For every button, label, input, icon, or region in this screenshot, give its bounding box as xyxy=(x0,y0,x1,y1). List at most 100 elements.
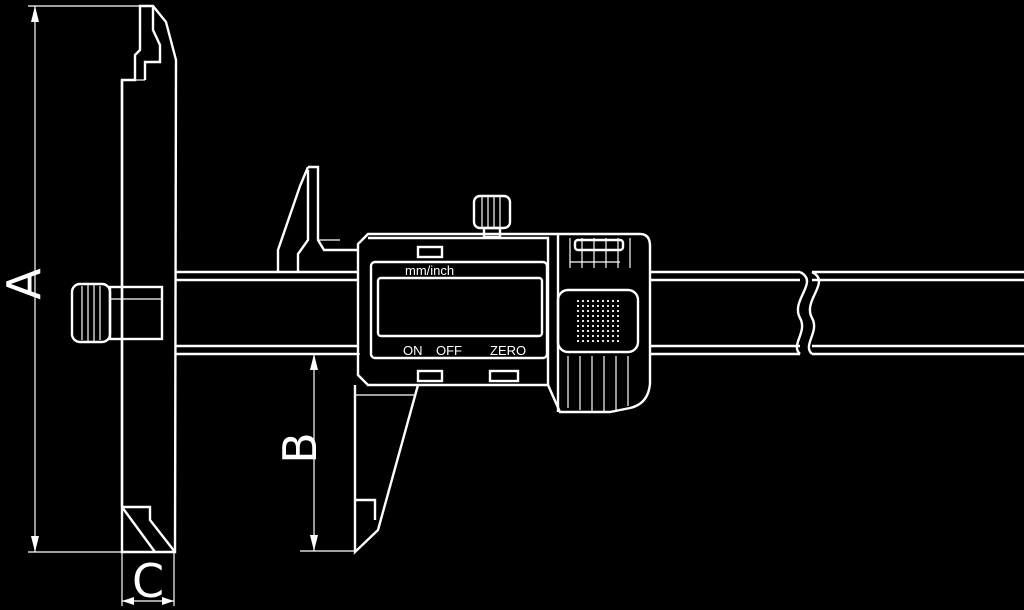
thumb-pad-dot xyxy=(581,319,585,323)
thumb-pad-dot xyxy=(606,304,610,308)
thumb-pad-dot xyxy=(591,309,595,313)
dimension-b-label: B xyxy=(273,432,327,464)
thumb-pad-dot xyxy=(601,309,605,313)
thumb-pad-dot xyxy=(611,339,615,343)
thumb-pad-dot xyxy=(611,329,615,333)
on-label: ON xyxy=(403,343,423,358)
thumb-pad-dot xyxy=(581,314,585,318)
fine-adjust-knob xyxy=(472,194,512,239)
thumb-pad-dots xyxy=(576,299,620,343)
thumb-pad-dot xyxy=(601,314,605,318)
thumb-pad-dot xyxy=(586,309,590,313)
dimension-a: A xyxy=(0,5,175,553)
thumb-pad-dot xyxy=(591,299,595,303)
thumb-pad xyxy=(556,288,640,354)
thumb-pad-dot xyxy=(581,304,585,308)
thumb-pad-dot xyxy=(616,309,620,313)
thumb-pad-dot xyxy=(581,309,585,313)
thumb-pad-dot xyxy=(606,314,610,318)
thumb-pad-dot xyxy=(616,314,620,318)
thumb-pad-dot xyxy=(591,304,595,308)
thumb-pad-dot xyxy=(616,299,620,303)
thumb-pad-dot xyxy=(591,319,595,323)
thumb-pad-dot xyxy=(596,339,600,343)
thumb-pad-dot xyxy=(601,319,605,323)
thumb-pad-dot xyxy=(601,339,605,343)
zero-button[interactable] xyxy=(488,369,520,383)
dimension-b: B xyxy=(273,353,360,552)
dimension-c: C xyxy=(121,505,175,608)
top-ribs xyxy=(569,238,631,268)
thumb-pad-dot xyxy=(606,339,610,343)
thumb-pad-dot xyxy=(586,299,590,303)
thumb-pad-dot xyxy=(576,314,580,318)
thumb-pad-dot xyxy=(601,329,605,333)
thumb-pad-dot xyxy=(576,324,580,328)
thumb-pad-dot xyxy=(581,299,585,303)
thumb-pad-dot xyxy=(576,299,580,303)
lcd-screen: mm/inch ON OFF ZERO xyxy=(369,260,549,360)
thumb-pad-dot xyxy=(601,299,605,303)
thumb-pad-dot xyxy=(591,334,595,338)
thumb-pad-dot xyxy=(596,309,600,313)
thumb-pad-dot xyxy=(576,309,580,313)
off-label: OFF xyxy=(436,343,462,358)
thumb-pad-dot xyxy=(581,334,585,338)
thumb-pad-dot xyxy=(576,334,580,338)
thumb-pad-dot xyxy=(596,304,600,308)
thumb-pad-dot xyxy=(576,304,580,308)
thumb-pad-dot xyxy=(601,304,605,308)
thumb-pad-dot xyxy=(611,319,615,323)
upper-jaw xyxy=(276,165,358,272)
thumb-pad-dot xyxy=(591,314,595,318)
thumb-pad-dot xyxy=(616,324,620,328)
lcd-readout xyxy=(376,276,544,338)
thumb-pad-dot xyxy=(586,339,590,343)
thumb-pad-dot xyxy=(611,299,615,303)
thumb-pad-dot xyxy=(581,339,585,343)
thumb-pad-dot xyxy=(616,339,620,343)
thumb-pad-dot xyxy=(596,319,600,323)
thumb-pad-dot xyxy=(596,329,600,333)
thumb-pad-dot xyxy=(616,319,620,323)
thumb-pad-dot xyxy=(606,329,610,333)
thumb-pad-dot xyxy=(611,324,615,328)
thumb-pad-dot xyxy=(576,319,580,323)
mode-button[interactable] xyxy=(416,245,444,259)
thumb-pad-dot xyxy=(576,329,580,333)
thumb-pad-dot xyxy=(591,329,595,333)
thumb-pad-dot xyxy=(596,299,600,303)
thumb-pad-dot xyxy=(586,329,590,333)
thumb-pad-dot xyxy=(581,324,585,328)
base-lock-knob xyxy=(70,282,164,344)
thumb-pad-dot xyxy=(586,334,590,338)
on-off-button[interactable] xyxy=(416,369,444,383)
thumb-pad-dot xyxy=(576,339,580,343)
thumb-pad-dot xyxy=(596,334,600,338)
thumb-pad-dot xyxy=(586,319,590,323)
thumb-pad-dot xyxy=(586,324,590,328)
thumb-pad-dot xyxy=(611,309,615,313)
thumb-pad-dot xyxy=(606,324,610,328)
thumb-pad-dot xyxy=(611,304,615,308)
thumb-pad-dot xyxy=(596,324,600,328)
unit-label: mm/inch xyxy=(405,263,454,278)
dimension-c-label: C xyxy=(132,554,164,608)
thumb-pad-dot xyxy=(601,324,605,328)
thumb-pad-dot xyxy=(616,334,620,338)
thumb-pad-dot xyxy=(611,314,615,318)
beam xyxy=(176,270,1024,356)
thumb-pad-dot xyxy=(596,314,600,318)
thumb-pad-dot xyxy=(611,334,615,338)
thumb-pad-dot xyxy=(581,329,585,333)
thumb-pad-dot xyxy=(616,304,620,308)
thumb-pad-dot xyxy=(601,334,605,338)
bottom-ribs xyxy=(567,356,629,411)
thumb-pad-dot xyxy=(606,334,610,338)
thumb-pad-dot xyxy=(591,339,595,343)
thumb-pad-dot xyxy=(616,329,620,333)
dimension-a-label: A xyxy=(0,268,51,300)
thumb-pad-dot xyxy=(586,304,590,308)
thumb-pad-dot xyxy=(606,299,610,303)
